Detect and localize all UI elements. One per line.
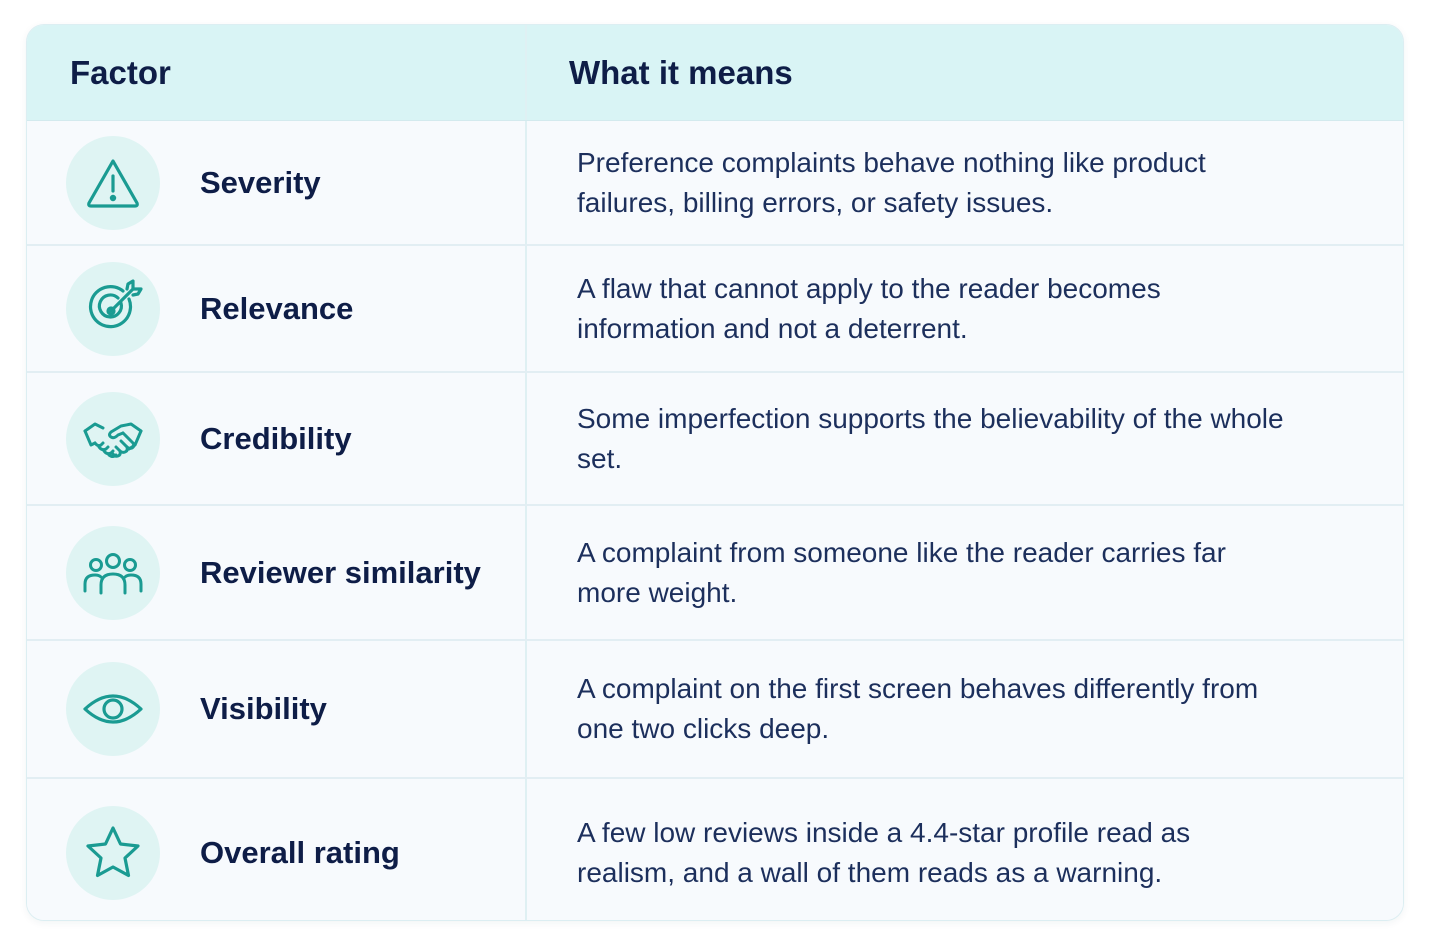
factor-cell: Visibility [27, 641, 527, 777]
factor-cell: Credibility [27, 373, 527, 504]
header-meaning: What it means [569, 53, 793, 91]
factor-label: Relevance [200, 290, 354, 326]
table-row: Relevance A flaw that cannot apply to th… [27, 246, 1403, 373]
meaning-cell: Preference complaints behave nothing lik… [577, 146, 1206, 218]
factor-label: Severity [200, 164, 321, 200]
factor-cell: Severity [27, 121, 527, 244]
star-icon [66, 806, 160, 900]
factor-cell: Relevance [27, 246, 527, 371]
table-row: Severity Preference complaints behave no… [27, 121, 1403, 246]
factor-label: Visibility [200, 691, 327, 726]
table-row: Reviewer similarity A complaint from som… [27, 506, 1403, 641]
warning-triangle-icon [66, 135, 160, 230]
factor-cell: Reviewer similarity [27, 506, 527, 639]
meaning-cell: A complaint on the first screen behaves … [577, 673, 1259, 744]
table-row: Credibility Some imperfection supports t… [27, 373, 1403, 506]
meaning-cell: Some imperfection supports the believabi… [577, 402, 1284, 474]
meaning-cell: A complaint from someone like the reader… [577, 536, 1226, 608]
header-factor: Factor [27, 25, 527, 120]
meaning-cell: A flaw that cannot apply to the reader b… [577, 272, 1161, 344]
handshake-icon [66, 391, 160, 486]
table-header-row: Factor What it means [27, 25, 1403, 121]
table-row: Overall rating A few low reviews inside … [27, 779, 1403, 920]
factors-table: Factor What it means Severity Preference… [26, 24, 1404, 921]
factor-label: Reviewer similarity [200, 554, 481, 590]
table-row: Visibility A complaint on the first scre… [27, 641, 1403, 779]
eye-icon [66, 662, 160, 756]
factor-cell: Overall rating [27, 779, 527, 920]
meaning-cell: A few low reviews inside a 4.4-star prof… [577, 817, 1191, 888]
factor-label: Overall rating [200, 835, 400, 870]
people-group-icon [66, 525, 160, 620]
target-arrow-icon [66, 261, 160, 356]
factor-label: Credibility [200, 420, 352, 456]
